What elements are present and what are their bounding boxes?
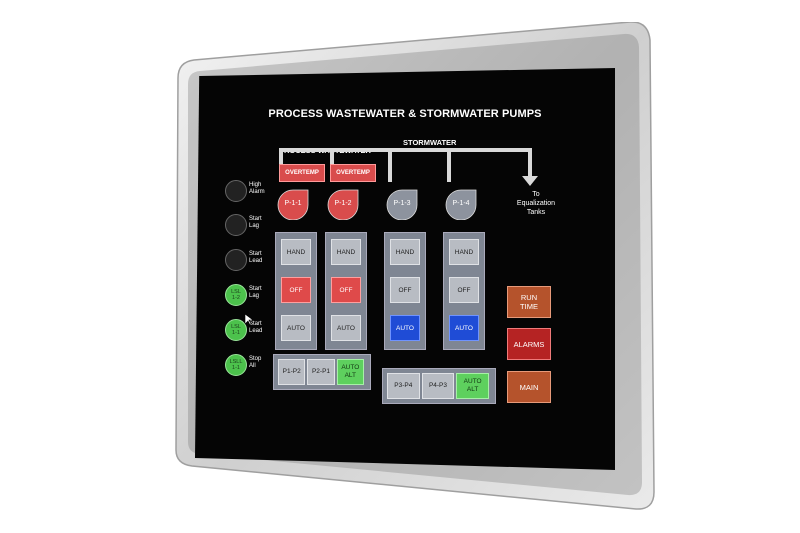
hoa-group-p-1-4: HAND OFF AUTO	[443, 232, 485, 350]
flow-arrow-icon	[522, 176, 538, 186]
lamp-start-lead-top	[225, 249, 247, 271]
auto-alt-button[interactable]: AUTO ALT	[456, 373, 489, 399]
hmi-screen: PROCESS WASTEWATER & STORMWATER PUMPS PR…	[195, 68, 615, 470]
pump-p-1-2[interactable]: P-1-2	[323, 186, 363, 221]
mouse-cursor-icon	[245, 314, 253, 326]
hand-button[interactable]: HAND	[281, 239, 311, 265]
hoa-group-p-1-2: HAND OFF AUTO	[325, 232, 367, 350]
pump-label: P-1-4	[452, 200, 470, 207]
pump-label: P-1-2	[334, 200, 352, 207]
screen-title: PROCESS WASTEWATER & STORMWATER PUMPS	[268, 108, 542, 120]
hand-button[interactable]: HAND	[390, 239, 420, 265]
sequence-button[interactable]: P4-P3	[421, 373, 455, 399]
auto-alt-button[interactable]: AUTO ALT	[336, 359, 364, 385]
header-pipe	[279, 148, 531, 152]
lamp-lsl-1-2: LSL 1-2	[225, 284, 247, 306]
auto-button[interactable]: AUTO	[390, 315, 420, 341]
pump-body-icon	[327, 189, 359, 221]
pump-body-icon	[277, 189, 309, 221]
sequence-button[interactable]: P3-P4	[387, 373, 420, 399]
pipe-drop-1	[279, 148, 283, 166]
pipe-drop-3	[388, 148, 392, 182]
lamp-high-alarm	[225, 180, 247, 202]
pump-p-1-1[interactable]: P-1-1	[273, 186, 313, 221]
overtemp-alarm-p11[interactable]: OVERTEMP	[279, 164, 325, 182]
pump-body-icon	[386, 189, 418, 221]
lamp-label-start-lead-top: Start Lead	[249, 251, 263, 264]
pump-label: P-1-3	[393, 200, 411, 207]
pipe-drop-2	[330, 148, 334, 166]
auto-button[interactable]: AUTO	[281, 315, 311, 341]
destination-label: To Equalization Tanks	[516, 191, 556, 216]
lamp-lsl-1-1: LSL 1-1	[225, 319, 247, 341]
lamp-label-start-lead: Start Lead	[249, 321, 263, 334]
lamp-label-start-lag-top: Start Lag	[249, 216, 262, 229]
pump-p-1-3[interactable]: P-1-3	[382, 186, 422, 221]
sequence-button[interactable]: P1-P2	[278, 359, 306, 385]
lamp-label-high-alarm: High Alarm	[249, 182, 265, 195]
off-button[interactable]: OFF	[331, 277, 361, 303]
pump-p-1-4[interactable]: P-1-4	[441, 186, 481, 221]
stormwater-label: STORMWATER	[403, 138, 457, 147]
run-time-button[interactable]: RUN TIME	[507, 286, 551, 318]
off-button[interactable]: OFF	[281, 277, 311, 303]
lamp-label-stop-all: Stop All	[249, 356, 262, 369]
hoa-group-p-1-3: HAND OFF AUTO	[384, 232, 426, 350]
pump-label: P-1-1	[284, 200, 302, 207]
lamp-lsll-1-1: LSLL 1-1	[225, 354, 247, 376]
off-button[interactable]: OFF	[390, 277, 420, 303]
pipe-outlet	[528, 148, 532, 178]
hand-button[interactable]: HAND	[331, 239, 361, 265]
sequence-button[interactable]: P2-P1	[307, 359, 335, 385]
auto-button[interactable]: AUTO	[331, 315, 361, 341]
alarms-button[interactable]: ALARMS	[507, 328, 551, 360]
overtemp-alarm-p12[interactable]: OVERTEMP	[330, 164, 376, 182]
lamp-label-start-lag: Start Lag	[249, 286, 262, 299]
lamp-start-lag-top	[225, 214, 247, 236]
pump-body-icon	[445, 189, 477, 221]
auto-button[interactable]: AUTO	[449, 315, 479, 341]
hand-button[interactable]: HAND	[449, 239, 479, 265]
pipe-drop-4	[447, 148, 451, 182]
main-button[interactable]: MAIN	[507, 371, 551, 403]
off-button[interactable]: OFF	[449, 277, 479, 303]
hoa-group-p-1-1: HAND OFF AUTO	[275, 232, 317, 350]
